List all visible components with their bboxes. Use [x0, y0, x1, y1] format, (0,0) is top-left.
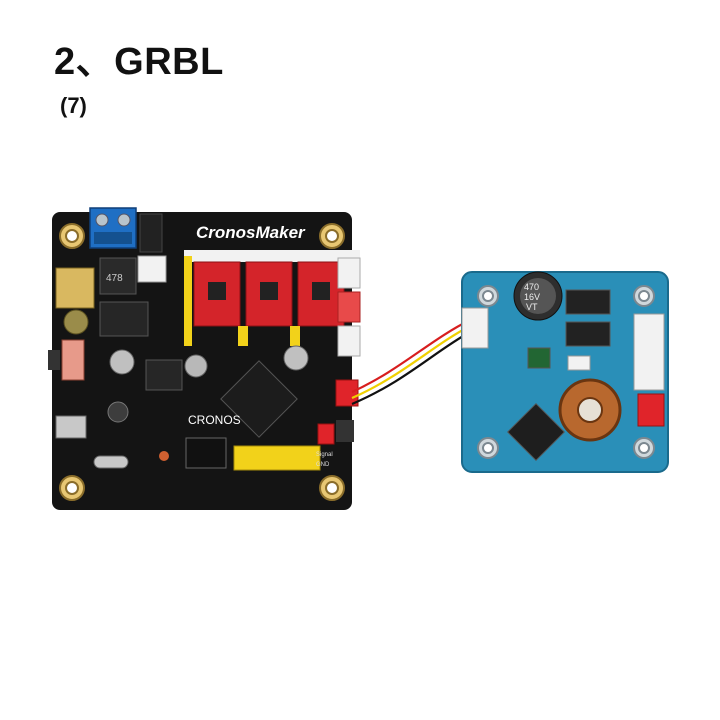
toroid-inductor	[558, 378, 622, 442]
dc-jack	[55, 267, 95, 309]
motor-connectors	[317, 257, 361, 445]
capacitors	[63, 309, 309, 423]
brand-label: CronosMaker	[196, 223, 306, 242]
capacitor-label-1: 470	[524, 282, 539, 292]
signal-label: Signal	[316, 452, 333, 458]
laser-driver-board: 470 16V VT	[461, 271, 669, 473]
cronos-logo: CRONOS	[188, 413, 241, 427]
mosfet-1	[565, 289, 611, 315]
regulator-chip	[99, 301, 149, 337]
side-switch	[61, 339, 85, 381]
capacitor-label-3: VT	[526, 302, 538, 312]
red-connector	[637, 393, 665, 427]
capacitor-label-2: 16V	[524, 292, 540, 302]
driver-regulator-chip	[507, 403, 565, 461]
pin-header-block	[185, 437, 227, 469]
usb-port	[55, 415, 87, 439]
output-connector	[633, 313, 665, 391]
mcu-chip	[220, 360, 298, 438]
gnd-label: GND	[316, 462, 330, 468]
reset-button	[159, 451, 169, 461]
yellow-pin-header	[233, 445, 321, 471]
white-connector	[137, 255, 167, 283]
mounting-holes	[59, 223, 345, 501]
stepper-driver-modules	[184, 250, 360, 346]
grbl-controller-board: CronosMaker 478	[48, 207, 361, 510]
power-terminal-block	[89, 207, 137, 249]
inductor	[99, 257, 137, 295]
electrolytic-capacitor: 470 16V VT	[513, 271, 563, 321]
driver-mounting-holes	[477, 285, 655, 459]
page-title: 2、GRBL	[54, 41, 224, 83]
switch-component	[139, 213, 163, 253]
connecting-wires	[351, 319, 471, 406]
page-subtitle: (7)	[60, 93, 87, 118]
crystal	[93, 455, 129, 469]
input-connector	[461, 307, 489, 349]
mosfet-2	[565, 321, 611, 347]
svg-text:478: 478	[106, 273, 123, 284]
resistor	[567, 355, 591, 371]
small-chip	[527, 347, 551, 369]
chip-2	[145, 359, 183, 391]
